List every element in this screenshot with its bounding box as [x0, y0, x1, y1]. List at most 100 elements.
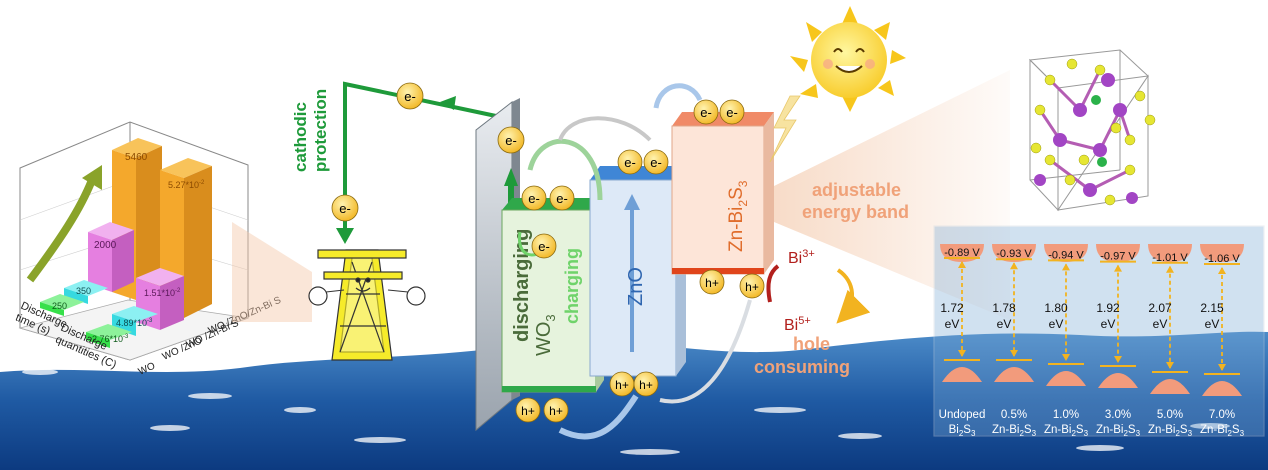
up-arrow-plate	[504, 168, 518, 186]
sun-icon	[790, 6, 906, 112]
sample-formula: Zn-Bi2S3	[1200, 424, 1245, 438]
cb-potential-label: -0.94 V	[1048, 249, 1084, 261]
hole-znbis-1: h+	[699, 269, 725, 295]
svg-text:h+: h+	[745, 280, 759, 294]
bar-label-5460: 5460	[125, 152, 148, 163]
sample-formula: Zn-Bi2S3	[1148, 424, 1193, 438]
bar-489e-3	[112, 314, 136, 336]
svg-text:e-: e-	[404, 89, 416, 104]
bar-label-151: 1.51*10-2	[144, 288, 181, 298]
svg-text:e-: e-	[556, 191, 568, 206]
bar-2000	[88, 232, 112, 292]
valence-band	[994, 367, 1034, 382]
growth-arrow-icon	[26, 178, 96, 283]
electron-wo3-1: e-	[521, 185, 547, 211]
electron-wire-1: e-	[396, 82, 424, 110]
chart-callout-beam	[232, 222, 312, 322]
adjustable-energy-band-label: adjustable energy band	[802, 180, 909, 222]
discharge-bar-chart: 5460 5.27*10-2 2000 1.51*10-2 350 4.89*1…	[13, 121, 283, 378]
bi3-label: Bi3+	[788, 248, 815, 267]
band-structure-panel	[933, 225, 1265, 437]
svg-text:h+: h+	[639, 378, 653, 392]
cathodic-protection-label: cathodic protection	[291, 89, 330, 172]
zno-label: ZnO	[625, 267, 647, 306]
conduction-band	[1148, 244, 1192, 262]
cb-potential-label: -0.93 V	[996, 248, 1032, 260]
hole-zno-1: h+	[609, 371, 635, 397]
conduction-band	[1200, 244, 1244, 262]
wave-highlights	[22, 369, 1230, 455]
sample-formula: Zn-Bi2S3	[1096, 424, 1141, 438]
sample-name: 0.5%	[1001, 409, 1027, 421]
bar-label-489: 4.89*10-3	[116, 318, 153, 328]
bar-label-350: 350	[76, 286, 91, 296]
electron-znbis-2: e-	[719, 99, 745, 125]
svg-text:h+: h+	[521, 404, 535, 418]
bi5-label: Bi5+	[784, 315, 811, 334]
band-gap-unit: eV	[1101, 317, 1116, 331]
bar-label-2000: 2000	[94, 240, 117, 251]
bar-276e-3	[86, 332, 110, 348]
sample-formula: Zn-Bi2S3	[992, 424, 1037, 438]
sample-name: 1.0%	[1053, 409, 1079, 421]
band-column: -0.93 V 1.78 eV 0.5% Zn-Bi2S3	[992, 244, 1037, 438]
down-arrow-to-tower	[336, 228, 354, 244]
hole-consuming-label: hole consuming	[754, 334, 850, 377]
band-gap-value: 1.78	[992, 301, 1016, 315]
cathodic-wire	[343, 81, 497, 236]
electron-plate: e-	[497, 126, 525, 154]
band-gap-value: 1.92	[1096, 301, 1120, 315]
valence-band	[942, 367, 982, 382]
hole-wo3-2: h+	[543, 397, 569, 423]
bar-label-527: 5.27*10-2	[168, 180, 205, 190]
power-tower-icon	[308, 249, 426, 361]
svg-text:h+: h+	[705, 276, 719, 290]
electron-wo3-2: e-	[549, 185, 575, 211]
band-gap-value: 1.72	[940, 301, 964, 315]
cb-potential-label: -0.89 V	[944, 247, 980, 259]
bar-250	[40, 302, 64, 316]
band-gap-unit: eV	[1205, 317, 1220, 331]
hole-transfer-arrow-1	[558, 394, 639, 440]
hole-znbis-2: h+	[739, 273, 765, 299]
band-gap-value: 2.15	[1200, 301, 1224, 315]
znbis-label: Zn-Bi2S3	[726, 180, 750, 252]
svg-text:h+: h+	[549, 404, 563, 418]
sample-formula: Zn-Bi2S3	[1044, 424, 1089, 438]
sample-name: Undoped	[939, 409, 986, 421]
svg-text:e-: e-	[650, 155, 662, 170]
lightning-icon	[769, 95, 801, 163]
charging-label: charging	[562, 248, 582, 324]
valence-band	[1150, 379, 1190, 394]
band-gap-unit: eV	[1153, 317, 1168, 331]
hole-transfer-arrow-2	[659, 299, 752, 404]
band-column: -1.01 V 2.07 eV 5.0% Zn-Bi2S3	[1148, 244, 1193, 438]
band-column: -0.97 V 1.92 eV 3.0% Zn-Bi2S3	[1096, 244, 1141, 438]
sample-formula: Bi2S3	[949, 424, 976, 438]
svg-text:e-: e-	[339, 201, 351, 216]
bar-label-250: 250	[52, 301, 67, 311]
svg-text:e-: e-	[505, 133, 517, 148]
znbis-block	[671, 112, 774, 275]
cb-potential-label: -0.97 V	[1100, 251, 1136, 263]
wo3-label: WO3	[533, 314, 558, 356]
cb-potential-label: -1.06 V	[1204, 253, 1240, 265]
electron-znbis-1: e-	[693, 99, 719, 125]
electron-wire-2: e-	[331, 194, 359, 222]
sample-name: 3.0%	[1105, 409, 1131, 421]
svg-text:h+: h+	[615, 378, 629, 392]
bi-cycle-arrow-1	[836, 268, 871, 324]
cb-potential-label: -1.01 V	[1152, 252, 1188, 264]
sample-name: 5.0%	[1157, 409, 1183, 421]
valence-band	[1046, 371, 1086, 386]
crystal-structure-icon	[1028, 49, 1156, 212]
band-gap-value: 2.07	[1148, 301, 1172, 315]
bar-350	[64, 288, 88, 304]
band-gap-unit: eV	[997, 317, 1012, 331]
electron-zno-2: e-	[643, 149, 669, 175]
electron-wo3-3: e-	[531, 233, 557, 259]
valence-band	[1098, 373, 1138, 388]
